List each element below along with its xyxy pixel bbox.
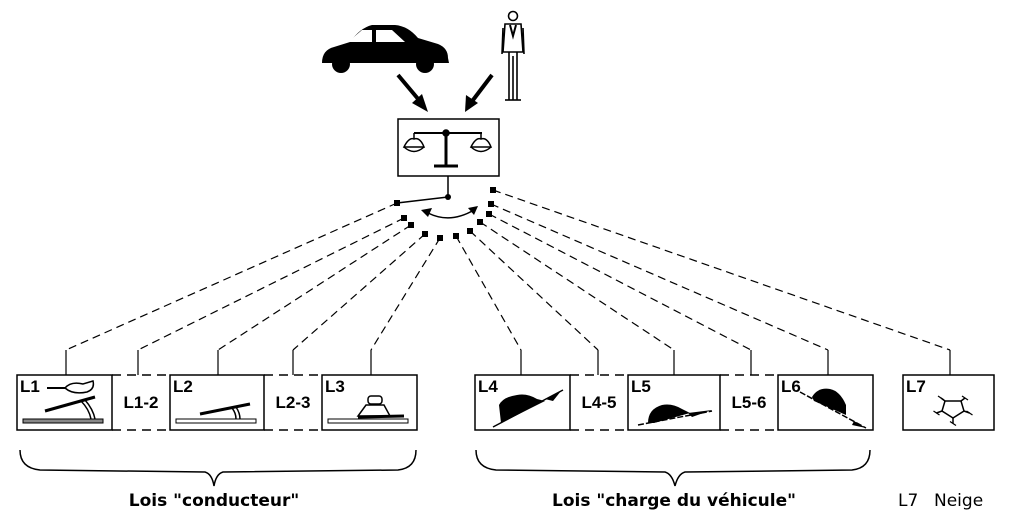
law-l2-3: L2-3: [264, 374, 322, 431]
input-arrows: [396, 73, 494, 112]
balance-scale-box: [397, 118, 500, 177]
brace-load-laws: [475, 449, 871, 487]
connection-line-l3: [370, 237, 441, 351]
accelerator-pedal-fast-foot-icon: [22, 380, 104, 424]
selector-contacts: [394, 187, 496, 241]
law-code: L7: [906, 377, 926, 396]
accelerator-pedal-icon: [175, 402, 257, 424]
law-l2: L2: [169, 374, 265, 431]
law-l1-2: L1-2: [112, 374, 170, 431]
connection-line-l2-3: [292, 233, 426, 351]
law-code: L2-3: [276, 393, 311, 412]
connection-line-l5-6: [488, 213, 752, 351]
law-code: L6: [781, 377, 801, 396]
law-code: L4-5: [582, 393, 617, 412]
vehicle-steep-uphill-icon: [492, 389, 564, 428]
law-box-frame: [627, 374, 721, 431]
group-label-load-laws: Lois "charge du véhicule": [552, 491, 796, 511]
law-l1: L1: [16, 374, 113, 431]
law-code: L2: [173, 377, 193, 396]
car-icon: [322, 25, 449, 73]
law-code: L5: [631, 377, 651, 396]
vehicle-downhill-icon: [799, 388, 867, 429]
law-code: L1: [20, 377, 40, 396]
connection-line-l6: [490, 203, 829, 351]
connection-line-l1: [65, 202, 398, 351]
law-code: L3: [325, 377, 345, 396]
brace-driver-laws: [19, 449, 417, 487]
balance-scale-icon: [402, 129, 493, 168]
legend-text: Neige: [934, 491, 983, 511]
legend-code: L7: [898, 491, 918, 511]
law-connection-lines: [65, 189, 951, 375]
law-l5-6: L5-6: [720, 374, 778, 431]
foot-soft-pedal-icon: [327, 395, 409, 424]
vehicle-slight-uphill-icon: [637, 404, 713, 426]
law-code: L1-2: [124, 393, 159, 412]
rotary-selector: [394, 176, 496, 241]
group-label-driver-laws: Lois "conducteur": [129, 491, 299, 511]
law-l6: L6: [777, 374, 874, 431]
law-l5: L5: [627, 374, 721, 431]
law-l7: L7: [902, 374, 995, 431]
snowflake-icon: [933, 395, 973, 426]
law-l4: L4: [474, 374, 571, 431]
law-code: L5-6: [732, 393, 767, 412]
connection-line-l4: [455, 235, 522, 351]
connection-line-l4-5: [469, 230, 599, 351]
law-l3: L3: [321, 374, 418, 431]
connection-line-l1-2: [137, 217, 405, 351]
law-code: L4: [478, 377, 498, 396]
law-l4-5: L4-5: [570, 374, 628, 431]
connection-line-l7: [492, 189, 951, 351]
person-icon: [501, 10, 525, 101]
